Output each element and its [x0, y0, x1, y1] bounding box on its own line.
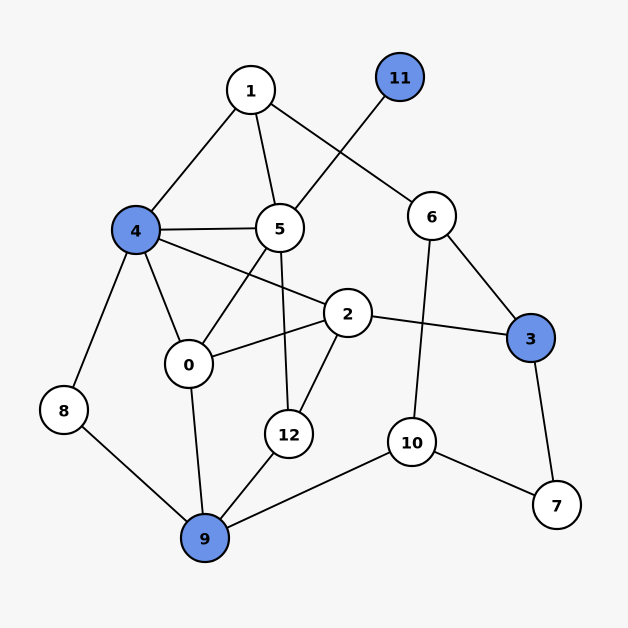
graph-edge-8-9: [63, 409, 206, 539]
graph-edge-6-10: [411, 215, 433, 443]
graph-edge-0-9: [188, 363, 206, 539]
graph-edge-11-5: [279, 76, 401, 229]
graph-node-11[interactable]: 11: [374, 51, 426, 103]
graph-node-5[interactable]: 5: [254, 202, 306, 254]
graph-node-0[interactable]: 0: [163, 338, 215, 390]
graph-node-label-9: 9: [199, 530, 210, 549]
graph-node-12[interactable]: 12: [263, 408, 315, 460]
graph-node-1[interactable]: 1: [225, 64, 277, 116]
graph-node-circle-11[interactable]: [374, 51, 426, 103]
graph-node-circle-7[interactable]: [531, 479, 583, 531]
graph-node-circle-1[interactable]: [225, 64, 277, 116]
graph-node-label-10: 10: [401, 434, 423, 453]
graph-node-circle-6[interactable]: [406, 190, 458, 242]
graph-edge-1-6: [250, 89, 433, 217]
graph-node-circle-8[interactable]: [38, 384, 90, 436]
graph-edge-3-7: [530, 337, 558, 506]
graph-node-circle-5[interactable]: [254, 202, 306, 254]
graph-node-circle-10[interactable]: [386, 416, 438, 468]
graph-edge-10-7: [411, 441, 558, 506]
graph-node-4[interactable]: 4: [110, 204, 162, 256]
graph-node-label-0: 0: [183, 356, 194, 375]
graph-node-circle-9[interactable]: [179, 512, 231, 564]
graph-node-label-4: 4: [130, 222, 141, 241]
graph-node-circle-3[interactable]: [505, 312, 557, 364]
graph-node-label-3: 3: [525, 330, 536, 349]
graph-node-label-11: 11: [389, 69, 411, 88]
graph-node-circle-0[interactable]: [163, 338, 215, 390]
graph-node-3[interactable]: 3: [505, 312, 557, 364]
graph-node-label-5: 5: [274, 220, 285, 239]
graph-edge-0-2: [188, 312, 349, 365]
graph-node-circle-12[interactable]: [263, 408, 315, 460]
graph-edge-5-0: [188, 227, 281, 365]
graph-edge-4-8: [63, 229, 137, 411]
graph-edge-3-6: [431, 215, 532, 339]
graph-node-8[interactable]: 8: [38, 384, 90, 436]
graph-node-label-12: 12: [278, 426, 300, 445]
graph-edge-10-9: [204, 441, 413, 539]
graph-node-2[interactable]: 2: [322, 287, 374, 339]
graph-node-6[interactable]: 6: [406, 190, 458, 242]
graph-edge-4-2: [135, 229, 349, 314]
graph-node-label-8: 8: [58, 402, 69, 421]
graph-node-label-1: 1: [245, 82, 256, 101]
graph-edge-5-12: [279, 227, 290, 435]
graph-node-label-2: 2: [342, 305, 353, 324]
graph-node-10[interactable]: 10: [386, 416, 438, 468]
graph-node-circle-4[interactable]: [110, 204, 162, 256]
graph-node-label-7: 7: [551, 497, 562, 516]
graph-node-7[interactable]: 7: [531, 479, 583, 531]
graph-edge-1-4: [135, 89, 252, 231]
graph-edge-2-3: [347, 312, 532, 339]
graph-node-label-6: 6: [426, 208, 437, 227]
graph-node-circle-2[interactable]: [322, 287, 374, 339]
graph-node-9[interactable]: 9: [179, 512, 231, 564]
